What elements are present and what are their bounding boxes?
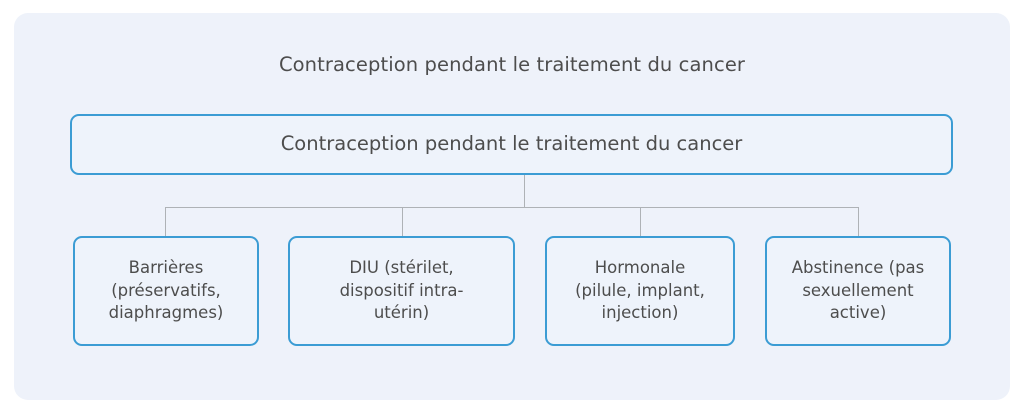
diagram-panel: Contraception pendant le traitement du c… [14, 13, 1010, 400]
connector-stem-child-4 [858, 207, 859, 236]
connector-root-stem [524, 175, 525, 207]
node-diu[interactable]: DIU (stérilet, dispositif intra- utérin) [288, 236, 515, 346]
connector-stem-child-2 [402, 207, 403, 236]
connector-stem-child-1 [165, 207, 166, 236]
node-barrieres-label: Barrières (préservatifs, diaphragmes) [108, 257, 224, 323]
connector-trunk-bar [165, 207, 858, 208]
node-barrieres[interactable]: Barrières (préservatifs, diaphragmes) [73, 236, 259, 346]
node-abstinence[interactable]: Abstinence (pas sexuellement active) [765, 236, 951, 346]
diagram-title: Contraception pendant le traitement du c… [278, 53, 746, 76]
node-root-label: Contraception pendant le traitement du c… [280, 132, 743, 156]
connector-stem-child-3 [640, 207, 641, 236]
node-hormonale-label: Hormonale (pilule, implant, injection) [575, 257, 705, 323]
node-hormonale[interactable]: Hormonale (pilule, implant, injection) [545, 236, 735, 346]
node-root[interactable]: Contraception pendant le traitement du c… [70, 114, 953, 175]
node-abstinence-label: Abstinence (pas sexuellement active) [791, 257, 925, 323]
node-diu-label: DIU (stérilet, dispositif intra- utérin) [339, 257, 464, 323]
